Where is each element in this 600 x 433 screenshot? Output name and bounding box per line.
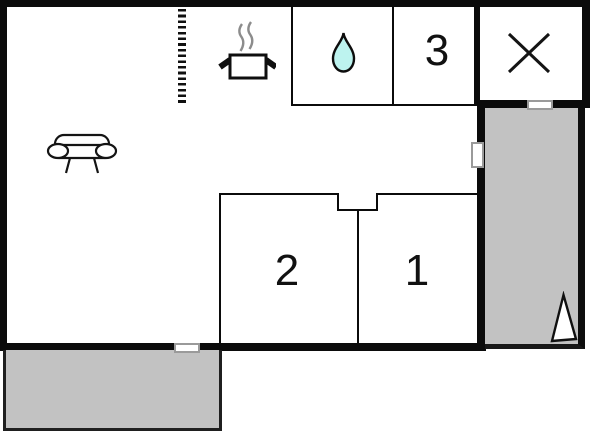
wall-bathroom-left bbox=[291, 7, 293, 106]
wall-top-row-bottom bbox=[291, 104, 477, 106]
door-marker-bottom-wall bbox=[174, 343, 200, 353]
wall-bedrooms-top-left bbox=[219, 193, 339, 195]
wall-bathroom-room3-divider bbox=[392, 7, 394, 106]
wall-bedrooms-top-right bbox=[376, 193, 477, 195]
wall-bottom bbox=[0, 343, 486, 351]
cooking-pot-icon bbox=[216, 19, 278, 86]
wall-right bbox=[582, 0, 590, 108]
room-1-label: 1 bbox=[404, 246, 430, 295]
room-3-label: 3 bbox=[424, 26, 450, 75]
sofa-icon bbox=[46, 132, 118, 181]
wall-top bbox=[0, 0, 590, 7]
x-mark-icon bbox=[504, 29, 554, 82]
wall-door-notch-right bbox=[376, 193, 378, 211]
wall-terrace-left bbox=[477, 100, 485, 349]
north-arrow-icon bbox=[547, 290, 579, 350]
wall-room1-room2-divider bbox=[357, 209, 359, 343]
dashed-partition-line bbox=[178, 9, 186, 104]
wall-door-notch-left bbox=[337, 193, 339, 211]
wall-room2-left bbox=[219, 193, 221, 343]
door-marker-terrace-top bbox=[527, 100, 553, 110]
wall-left bbox=[0, 0, 7, 350]
wall-room3-right bbox=[474, 7, 480, 104]
window-marker-terrace-side bbox=[471, 142, 484, 168]
water-drop-icon bbox=[330, 31, 357, 79]
terrace-bottom-left bbox=[3, 350, 222, 431]
room-2-label: 2 bbox=[274, 246, 300, 295]
